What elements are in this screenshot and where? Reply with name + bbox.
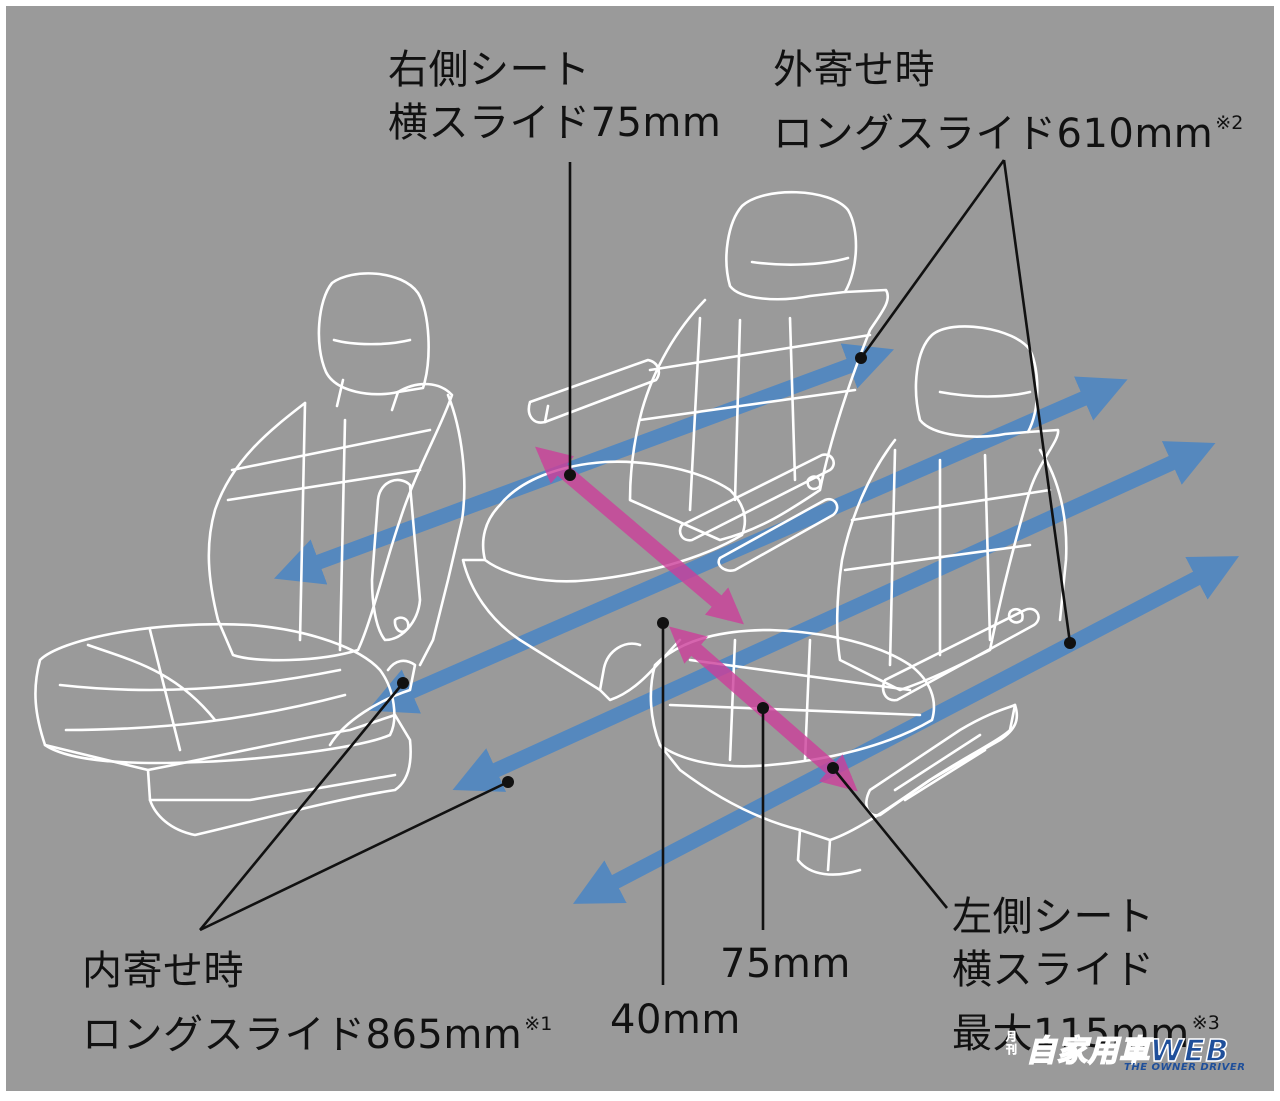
leader-dot bbox=[657, 617, 669, 629]
label-right-seat-line2: 横スライド75mm bbox=[388, 100, 722, 146]
label-left-seat-line1: 左側シート bbox=[952, 894, 1155, 940]
logo-tagline: THE OWNER DRIVER bbox=[1124, 1062, 1246, 1073]
label-inner-slide-note: ※1 bbox=[524, 1013, 553, 1035]
label-left-seat-note: ※3 bbox=[1191, 1012, 1220, 1034]
long-slide-arrows bbox=[273, 343, 1240, 904]
left-front-seat bbox=[34, 272, 466, 837]
leader-dots bbox=[397, 352, 1076, 788]
label-left-seat: 左側シート 横スライド 最大115mm※3 bbox=[952, 891, 1220, 1061]
leader-inner-b bbox=[199, 780, 509, 932]
label-dim-75mm: 75mm bbox=[720, 941, 851, 987]
leader-outer-a bbox=[859, 159, 1006, 359]
label-inner-slide-line1: 内寄せ時 bbox=[82, 948, 244, 994]
logo-monthly-mark: 月刊 bbox=[1006, 1030, 1018, 1057]
leader-dot bbox=[397, 677, 409, 689]
label-inner-slide: 内寄せ時 ロングスライド865mm※1 bbox=[82, 945, 552, 1062]
label-left-seat-line3-row: 最大115mm※3 bbox=[952, 997, 1220, 1061]
leader-left-seat bbox=[831, 767, 949, 909]
brand-logo: 月刊 自家用車WEB THE OWNER DRIVER bbox=[1004, 1026, 1254, 1076]
leader-dot bbox=[757, 702, 769, 714]
label-right-seat-line1: 右側シート bbox=[388, 47, 591, 93]
leader-outer-b bbox=[1002, 159, 1072, 644]
label-inner-slide-line2-row: ロングスライド865mm※1 bbox=[82, 998, 552, 1062]
label-outer-slide-line2: ロングスライド610mm bbox=[773, 111, 1214, 157]
label-outer-slide: 外寄せ時 ロングスライド610mm※2 bbox=[773, 44, 1243, 161]
leader-dot bbox=[855, 352, 867, 364]
label-inner-slide-line2: ロングスライド865mm bbox=[82, 1012, 523, 1058]
lateral-slide-arrow-right-seat bbox=[535, 446, 744, 625]
leader-dot bbox=[502, 776, 514, 788]
leader-dot bbox=[564, 469, 576, 481]
leader-dot bbox=[1064, 637, 1076, 649]
long-slide-arrow-left-seat-lower bbox=[572, 556, 1240, 904]
leader-inner-a bbox=[198, 682, 405, 931]
label-right-seat: 右側シート 横スライド75mm bbox=[388, 44, 721, 150]
leader-dot bbox=[827, 762, 839, 774]
label-dim-40mm: 40mm bbox=[610, 997, 741, 1043]
label-left-seat-line2: 横スライド bbox=[952, 947, 1155, 993]
label-outer-slide-line1: 外寄せ時 bbox=[773, 47, 935, 93]
logo-wordmark: 自家用車WEB bbox=[1025, 1033, 1230, 1070]
label-left-seat-line3: 最大115mm bbox=[952, 1011, 1190, 1057]
label-outer-slide-note: ※2 bbox=[1215, 112, 1244, 134]
leader-lines bbox=[198, 159, 1072, 985]
label-outer-slide-line2-row: ロングスライド610mm※2 bbox=[773, 97, 1243, 161]
